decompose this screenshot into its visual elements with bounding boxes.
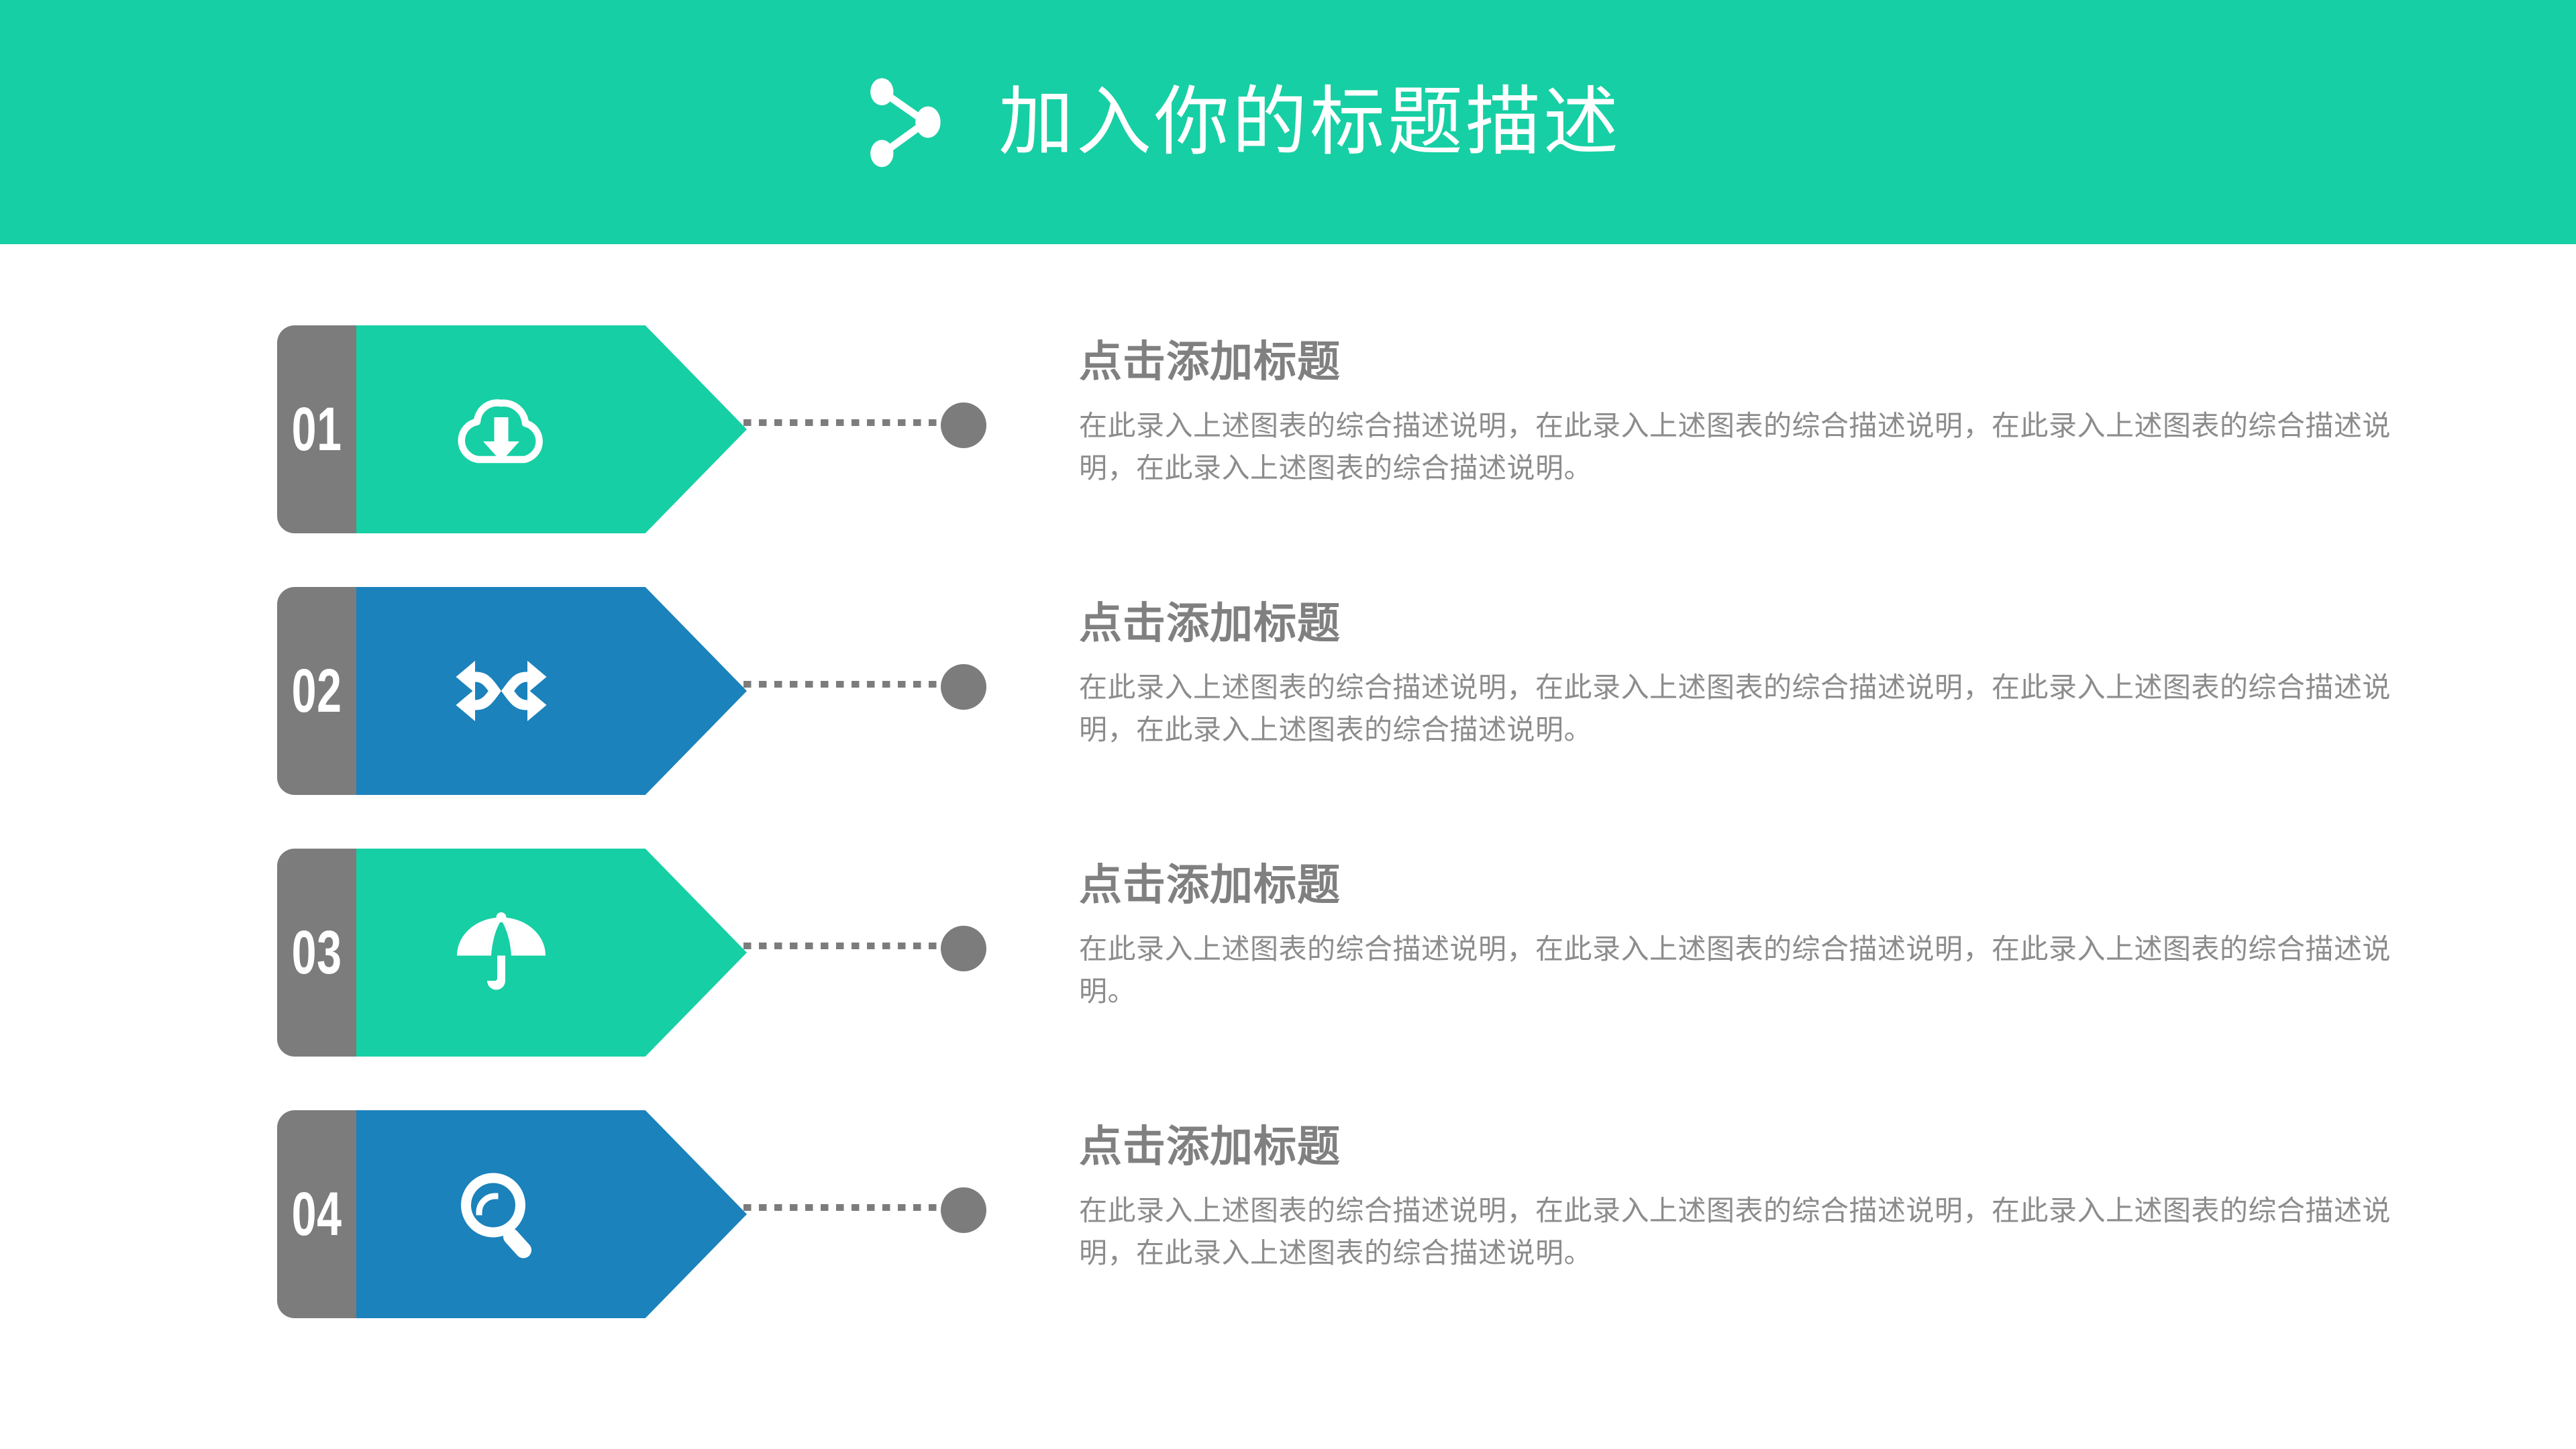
step-icon-block (356, 1110, 747, 1318)
step-title: 点击添加标题 (1079, 1122, 1341, 1171)
list-item[interactable]: 04 点击添加标题 在此录入上述图表的综合描述说明，在此录入上述图表的综合描述说… (0, 1104, 2576, 1365)
step-body: 在此录入上述图表的综合描述说明，在此录入上述图表的综合描述说明，在此录入上述图表… (1079, 671, 2391, 746)
step-badge[interactable]: 03 (277, 849, 747, 1057)
step-title: 点击添加标题 (1079, 337, 1341, 386)
step-text-block: 点击添加标题 在此录入上述图表的综合描述说明，在此录入上述图表的综合描述说明，在… (1079, 599, 2421, 751)
step-badge[interactable]: 02 (277, 587, 747, 795)
step-body: 在此录入上述图表的综合描述说明，在此录入上述图表的综合描述说明，在此录入上述图表… (1079, 1194, 2391, 1269)
content-rows: 01 点击添加标题 在此录入上述图表的综合描述说明，在此录入上述图表的综合描述说… (0, 244, 2576, 1449)
connector-line (743, 1204, 978, 1211)
page-title: 加入你的标题描述 (998, 80, 1621, 164)
shuffle-icon (451, 641, 652, 741)
step-number: 03 (291, 918, 342, 987)
connector-line (743, 419, 978, 426)
list-item[interactable]: 03 点击添加标题 在此录入上述图表的综合描述说明，在此录 (0, 842, 2576, 1104)
list-item[interactable]: 01 点击添加标题 在此录入上述图表的综合描述说明，在此录入上述图表的综合描述说… (0, 319, 2576, 580)
header-content: 加入你的标题描述 (859, 68, 1621, 176)
step-icon-block (356, 587, 747, 795)
step-text-block: 点击添加标题 在此录入上述图表的综合描述说明，在此录入上述图表的综合描述说明，在… (1079, 1122, 2421, 1275)
step-icon-block (356, 325, 747, 533)
umbrella-icon (451, 902, 652, 1003)
step-text-block: 点击添加标题 在此录入上述图表的综合描述说明，在此录入上述图表的综合描述说明，在… (1079, 337, 2421, 490)
connector-line (743, 681, 978, 688)
step-title: 点击添加标题 (1079, 861, 1341, 909)
list-item[interactable]: 02 点击添加标题 在此录入上述图表的综合描述说明，在此录入上述图表的综合描述说… (0, 580, 2576, 842)
cloud-download-icon (451, 379, 652, 480)
step-body: 在此录入上述图表的综合描述说明，在此录入上述图表的综合描述说明，在此录入上述图表… (1079, 932, 2391, 1008)
step-number-block: 03 (277, 849, 356, 1057)
step-icon-block (356, 849, 747, 1057)
connector-dot (941, 1187, 986, 1233)
step-text-block: 点击添加标题 在此录入上述图表的综合描述说明，在此录入上述图表的综合描述说明，在… (1079, 861, 2421, 1013)
magnifier-icon (451, 1164, 652, 1265)
page-header: 加入你的标题描述 (0, 0, 2576, 244)
step-title: 点击添加标题 (1079, 599, 1341, 647)
step-badge[interactable]: 04 (277, 1110, 747, 1318)
connector-dot (941, 926, 986, 971)
connector-dot (941, 664, 986, 710)
share-network-icon (859, 68, 964, 176)
step-number: 02 (291, 657, 342, 725)
step-number-block: 04 (277, 1110, 356, 1318)
step-body: 在此录入上述图表的综合描述说明，在此录入上述图表的综合描述说明，在此录入上述图表… (1079, 409, 2391, 484)
step-number-block: 02 (277, 587, 356, 795)
connector-dot (941, 402, 986, 448)
step-number: 01 (291, 395, 342, 464)
step-number: 04 (291, 1180, 342, 1248)
step-badge[interactable]: 01 (277, 325, 747, 533)
step-number-block: 01 (277, 325, 356, 533)
connector-line (743, 943, 978, 949)
